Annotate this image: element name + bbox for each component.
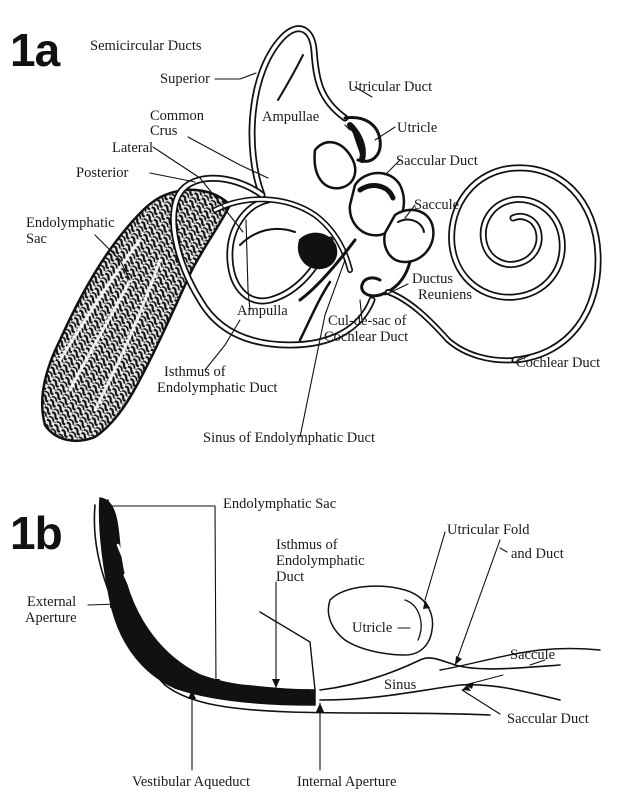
label-internal-aperture: Internal Aperture [297, 774, 396, 790]
label-utricular-duct: Utricular Duct [348, 79, 432, 95]
ampullae [315, 142, 356, 188]
label-cochlear-duct: Cochlear Duct [516, 355, 600, 371]
label-crus: Crus [150, 123, 177, 139]
label-sinus: Sinus [384, 677, 416, 693]
label-vestibular-aqueduct: Vestibular Aqueduct [132, 774, 250, 790]
label-sinus-of-endolymphatic-duct: Sinus of Endolymphatic Duct [203, 430, 375, 446]
label-sac: Sac [26, 231, 47, 247]
sac-wedge [100, 498, 315, 705]
label-semicircular-ducts: Semicircular Ducts [90, 38, 202, 54]
label-utricle-b: Utricle [352, 620, 392, 636]
labyrinth-drawing [42, 29, 598, 441]
label-cochlear-duct-line2: Cochlear Duct [324, 329, 408, 345]
label-common: Common [150, 108, 204, 124]
panel-b-label: 1b [10, 510, 62, 556]
panel-a-label: 1a [10, 27, 59, 73]
label-isthmus-of-b: Isthmus of [276, 537, 338, 553]
label-external: External [27, 594, 76, 610]
label-ductus: Ductus [412, 271, 453, 287]
label-ampulla: Ampulla [237, 303, 288, 319]
label-lateral: Lateral [112, 140, 153, 156]
section-drawing [88, 498, 600, 770]
label-saccular-duct-a: Saccular Duct [396, 153, 478, 169]
label-saccule-a: Saccule [414, 197, 459, 213]
label-endolymphatic-sac-b: Endolymphatic Sac [223, 496, 336, 512]
label-and-duct: and Duct [511, 546, 564, 562]
label-duct-b: Duct [276, 569, 304, 585]
label-posterior: Posterior [76, 165, 128, 181]
label-aperture: Aperture [25, 610, 77, 626]
label-utricular-fold: Utricular Fold [447, 522, 530, 538]
label-isthmus-of-a: Isthmus of [164, 364, 226, 380]
label-reuniens: Reuniens [418, 287, 472, 303]
label-cul-de-sac-of: Cul-de-sac of [328, 313, 407, 329]
label-utricle: Utricle [397, 120, 437, 136]
label-saccule-b: Saccule [510, 647, 555, 663]
label-endolymphatic-b: Endolymphatic [276, 553, 365, 569]
label-ampullae: Ampullae [262, 109, 319, 125]
label-endolymphatic-duct: Endolymphatic Duct [157, 380, 277, 396]
label-endolymphatic: Endolymphatic [26, 215, 115, 231]
label-saccular-duct-b: Saccular Duct [507, 711, 589, 727]
label-superior: Superior [160, 71, 210, 87]
